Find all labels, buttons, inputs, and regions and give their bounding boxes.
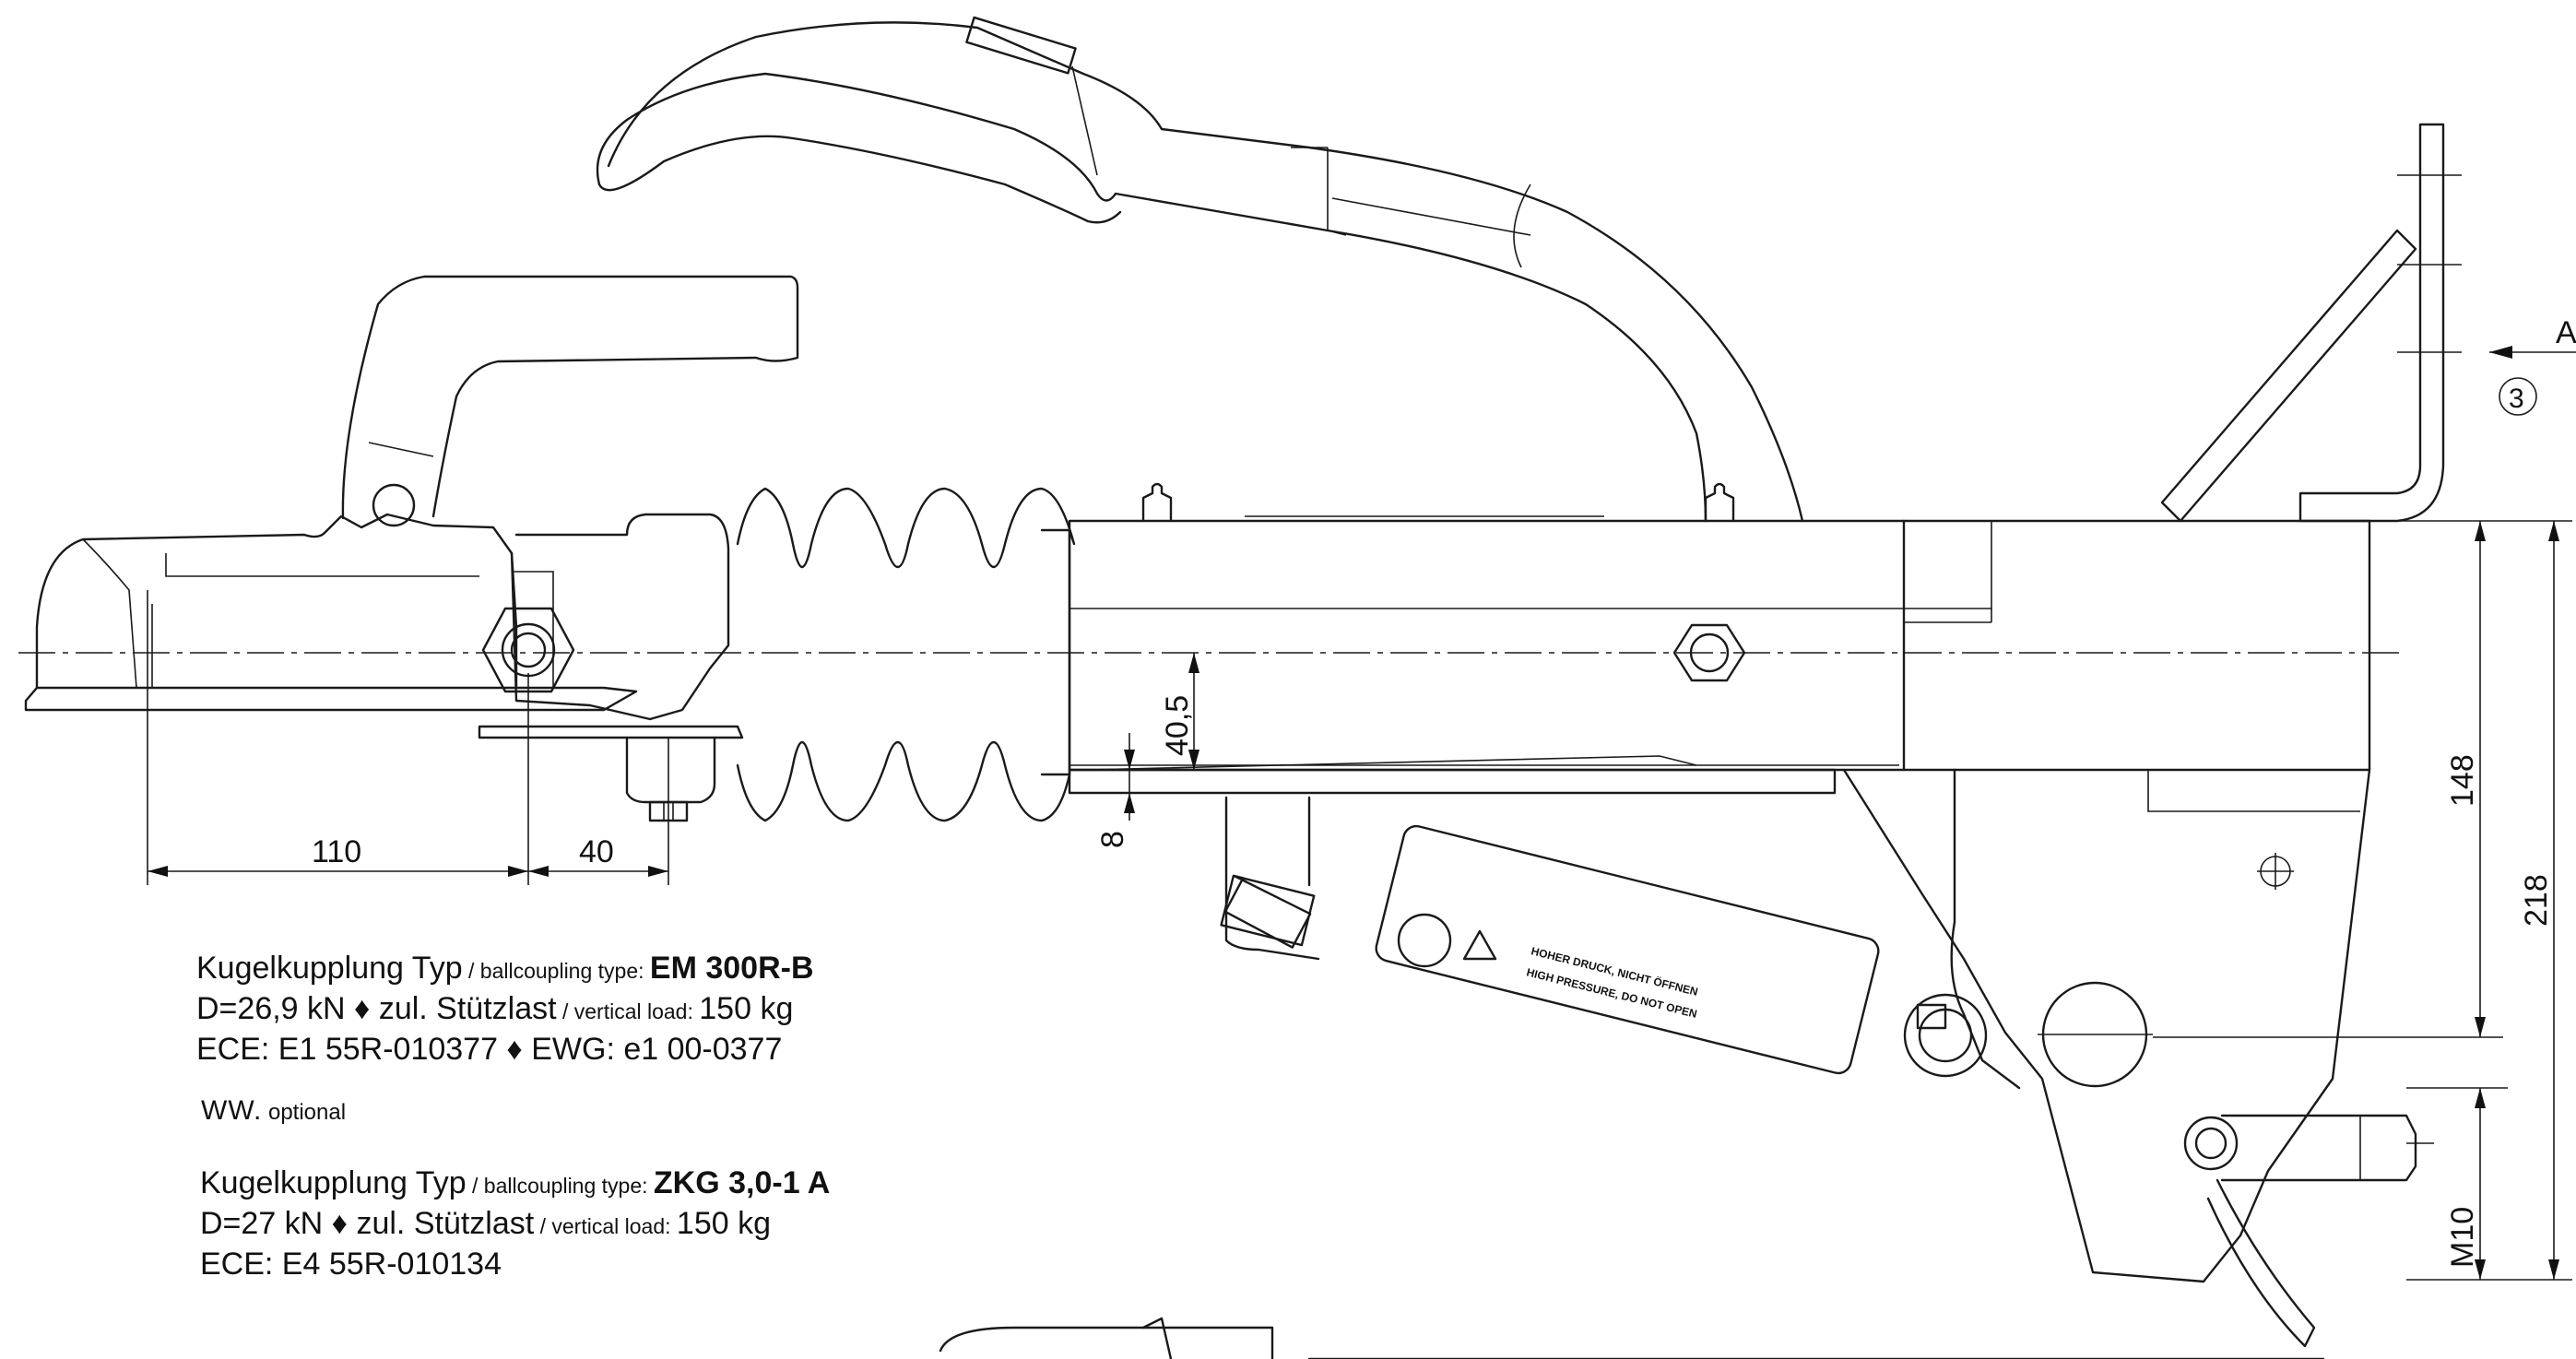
dimension-m10: M10 — [2406, 1087, 2508, 1280]
spec1-type-translation: / ballcoupling type: — [462, 959, 650, 983]
spec1-approval-text: ECE: E1 55R-010377 ♦ EWG: e1 00-0377 — [196, 1032, 783, 1067]
spec1-approval-line: ECE: E1 55R-010377 ♦ EWG: e1 00-0377 — [196, 1031, 782, 1068]
rear-mounting-bracket — [2160, 123, 2462, 523]
optional-ww: WW. — [201, 1095, 263, 1126]
spec1-load-line: D=26,9 kN ♦ zul. Stützlast / vertical lo… — [196, 990, 793, 1030]
dimension-148: 148 — [2153, 520, 2572, 1038]
dimension-110: 110 — [147, 590, 529, 885]
dimension-40-5-label: 40,5 — [1160, 695, 1195, 756]
spec1-load-translation: / vertical load: — [556, 999, 700, 1023]
center-bolt-nut — [1672, 623, 1746, 682]
spec2-load-line: D=27 kN ♦ zul. Stützlast / vertical load… — [200, 1205, 771, 1245]
spec2-type-value: ZKG 3,0-1 A — [653, 1165, 831, 1200]
spec1-type-line: Kugelkupplung Typ / ballcoupling type: E… — [196, 950, 814, 989]
lever-pivot-circle — [372, 483, 416, 527]
dimension-40: 40 — [528, 738, 669, 885]
drawbar-housing — [1068, 482, 2371, 795]
spec2-load-value: 150 kg — [676, 1206, 771, 1241]
spec2-load-translation: / vertical load: — [534, 1214, 677, 1238]
rod-eye-circle — [2183, 1116, 2239, 1171]
lower-housing: HOHER DRUCK, NICHT ÖFFNEN HIGH PRESSURE,… — [939, 768, 2434, 1359]
spec2-type-line: Kugelkupplung Typ / ballcoupling type: Z… — [200, 1164, 830, 1204]
ball-coupling-head — [24, 275, 799, 822]
dimension-8-label: 8 — [1095, 831, 1130, 848]
damper-eye-ring — [1903, 993, 1988, 1078]
spec2-type-label: Kugelkupplung Typ — [200, 1165, 467, 1200]
optional-note: WW. optional — [201, 1095, 346, 1127]
view-letter-label: A — [2556, 315, 2576, 350]
dimension-148-label: 148 — [2445, 754, 2480, 807]
spec1-load-label: D=26,9 kN ♦ zul. Stützlast — [196, 991, 557, 1026]
spec1-type-label: Kugelkupplung Typ — [196, 951, 463, 986]
spec2-type-translation: / ballcoupling type: — [466, 1174, 654, 1198]
spec1-load-value: 150 kg — [699, 991, 794, 1026]
spec2-approval-text: ECE: E4 55R-010134 — [200, 1247, 502, 1282]
optional-text: optional — [262, 1100, 347, 1125]
rubber-bellows — [736, 487, 1076, 822]
spec1-type-value: EM 300R-B — [649, 951, 814, 986]
dimension-218-label: 218 — [2519, 874, 2554, 927]
view-arrow-a: A — [2489, 315, 2576, 359]
item-callout-number: 3 — [2509, 384, 2524, 414]
handbrake-lever — [596, 16, 1804, 523]
dimension-40-label: 40 — [579, 834, 614, 869]
dimension-218: 218 — [2406, 521, 2572, 1281]
spec2-load-label: D=27 kN ♦ zul. Stützlast — [200, 1206, 535, 1241]
dimension-8: 8 — [1095, 733, 1135, 848]
item-callout: 3 — [2499, 377, 2537, 416]
dimension-110-label: 110 — [312, 834, 361, 869]
dimension-m10-label: M10 — [2445, 1207, 2480, 1268]
shock-absorber: HOHER DRUCK, NICHT ÖFFNEN HIGH PRESSURE,… — [1220, 824, 1988, 1078]
dimension-40-5: 40,5 — [1160, 653, 1199, 770]
spec2-approval-line: ECE: E4 55R-010134 — [200, 1246, 502, 1282]
